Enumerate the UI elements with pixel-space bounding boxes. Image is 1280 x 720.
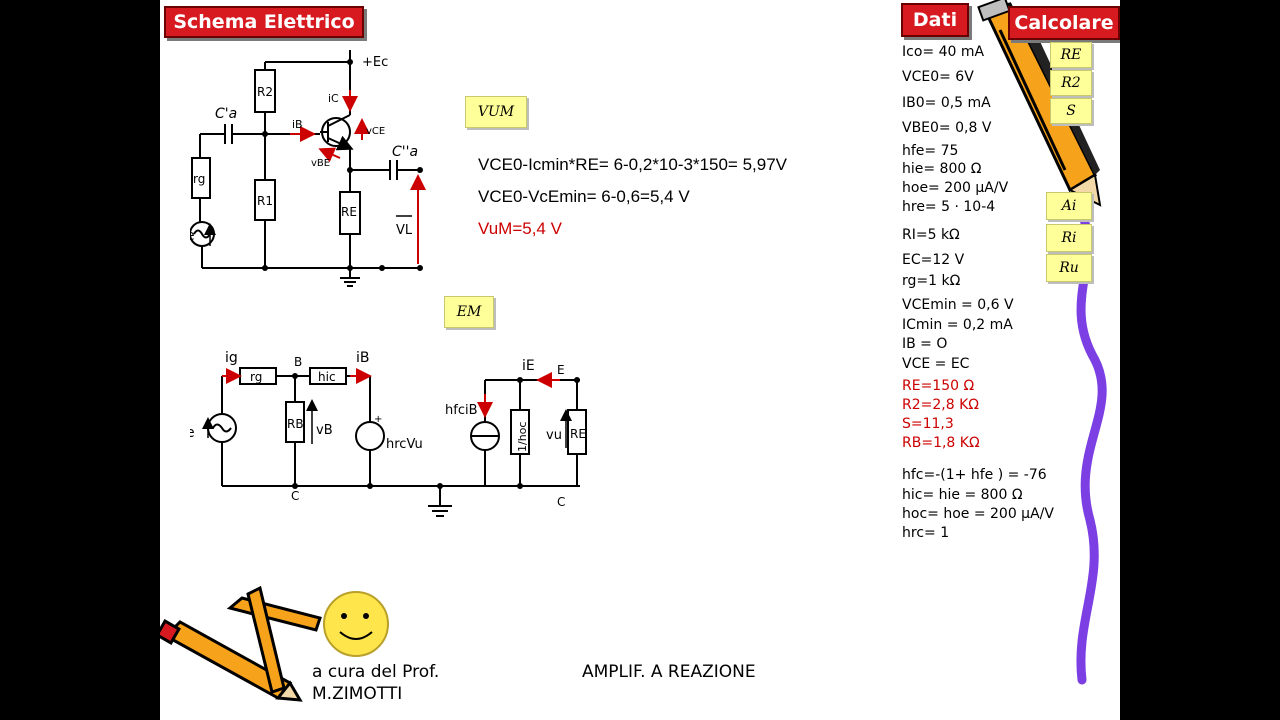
label-ca: C'a xyxy=(215,106,237,122)
label-b: B xyxy=(294,355,302,369)
dato-hfe: hfe= 75 xyxy=(902,143,959,159)
label-enode: E xyxy=(557,363,565,377)
smiley-icon xyxy=(323,591,389,657)
dato-vce0: VCE0= 6V xyxy=(902,69,974,85)
label-c2: C xyxy=(557,495,565,509)
param-hic: hic= hie = 800 Ω xyxy=(902,487,1023,503)
label-ie: iE xyxy=(522,358,535,374)
author-line-1: a cura del Prof. xyxy=(312,662,440,682)
equation-result: VuM=5,4 V xyxy=(478,219,562,238)
dato-hre: hre= 5 · 10-4 xyxy=(902,199,996,215)
dato-hoe: hoe= 200 µA/V xyxy=(902,180,1009,196)
param-hfc: hfc=-(1+ hfe ) = -76 xyxy=(902,467,1047,483)
calcolare-re-note: RE xyxy=(1050,42,1092,68)
label-ig: ig xyxy=(225,350,238,366)
equation-2: VCE0-VcEmin= 6-0,6=5,4 V xyxy=(478,187,690,206)
equivalent-circuit: ig B iB rg hic RB vB + hrcVu e C iE E hf… xyxy=(190,350,587,517)
dato-vce: VCE = EC xyxy=(902,356,970,372)
param-hoc: hoc= hoe = 200 µA/V xyxy=(902,506,1054,522)
dato-ec: EC=12 V xyxy=(902,252,965,268)
pencil-icon xyxy=(160,585,322,702)
dato-vcemin: VCEmin = 0,6 V xyxy=(902,297,1014,313)
label-ib: iB xyxy=(292,118,303,131)
label-ec: +Ec xyxy=(362,55,388,70)
label-hic: hic xyxy=(318,370,336,384)
dato-ico: Ico= 40 mA xyxy=(902,44,985,60)
calcolare-r2-note: R2 xyxy=(1050,70,1092,96)
circuit-schematic: +Ec C'a C''a R2 R1 rg RE iC iB vCE vBE e… xyxy=(190,50,426,287)
dati-title: Dati xyxy=(901,3,969,37)
label-vb: vB xyxy=(316,423,333,438)
label-ic: iC xyxy=(328,92,339,105)
dato-rg: rg=1 kΩ xyxy=(902,273,961,289)
calcolare-ai-note: Ai xyxy=(1046,192,1092,220)
label-hrcvu: hrcVu xyxy=(386,437,423,452)
label-ib2: iB xyxy=(356,350,370,366)
label-rg2: rg xyxy=(250,370,262,384)
calcolare-ru-note: Ru xyxy=(1046,254,1092,282)
em-note: EM xyxy=(444,296,494,328)
label-r1: R1 xyxy=(257,194,273,208)
param-hrc: hrc= 1 xyxy=(902,525,950,541)
label-hoc: 1/hoc xyxy=(516,422,529,452)
result-r2: R2=2,8 KΩ xyxy=(902,397,979,413)
label-re: RE xyxy=(341,205,357,219)
label-e2: e xyxy=(190,425,195,441)
calcolare-ri-note: Ri xyxy=(1046,224,1092,252)
label-re2: RE xyxy=(570,427,586,441)
dato-hie: hie= 800 Ω xyxy=(902,161,982,177)
schema-elettrico-title: Schema Elettrico xyxy=(164,6,364,38)
dato-icmin: ICmin = 0,2 mA xyxy=(902,317,1013,333)
vum-note: VUM xyxy=(465,96,527,128)
subject-title: AMPLIF. A REAZIONE xyxy=(582,662,756,682)
dato-ri: RI=5 kΩ xyxy=(902,227,960,243)
label-vce: vCE xyxy=(366,126,385,137)
calcolare-title: Calcolare xyxy=(1008,6,1120,40)
equation-1: VCE0-Icmin*RE= 6-0,2*10-3*150= 5,97V xyxy=(478,155,788,174)
label-hfcib: hfciB xyxy=(445,403,478,418)
result-rb: RB=1,8 KΩ xyxy=(902,435,980,451)
label-vbe: vBE xyxy=(311,158,330,169)
label-ccaa: C''a xyxy=(392,144,418,160)
label-c1: C xyxy=(291,489,299,503)
label-rb: RB xyxy=(287,417,304,431)
author-line-2: M.ZIMOTTI xyxy=(312,684,403,704)
result-s: S=11,3 xyxy=(902,416,954,432)
label-e: e xyxy=(190,228,195,244)
result-re: RE=150 Ω xyxy=(902,378,975,394)
label-vu: vu xyxy=(546,428,562,443)
dato-vbe0: VBE0= 0,8 V xyxy=(902,120,992,136)
dato-ib0: IB0= 0,5 mA xyxy=(902,95,991,111)
label-r2: R2 xyxy=(257,85,273,99)
label-vl: VL xyxy=(396,223,413,238)
pencils-smiley-decoration xyxy=(160,585,389,702)
slide: Schema Elettrico Dati Calcolare RE R2 S … xyxy=(160,0,1120,720)
label-rg: rg xyxy=(193,172,205,186)
calcolare-s-note: S xyxy=(1050,98,1092,124)
dato-ib: IB = O xyxy=(902,336,948,352)
label-plus: + xyxy=(374,414,382,425)
